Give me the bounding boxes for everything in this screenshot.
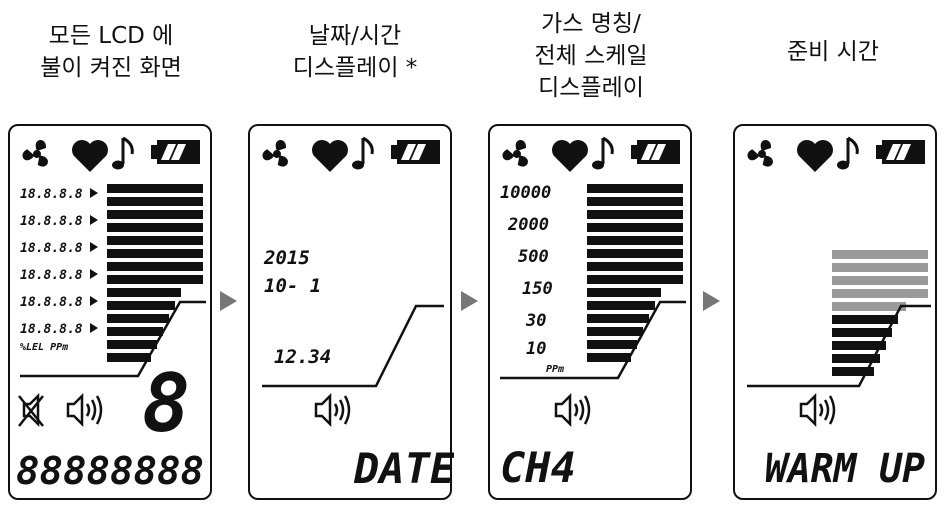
fan-icon [262, 140, 288, 167]
range-pointer-2 [90, 215, 98, 225]
fan-icon [747, 140, 773, 167]
arrow-right-icon [461, 291, 478, 311]
caption-warm-up-time: 준비 시간 [728, 8, 938, 116]
range-value-6: 18.8.8.8 [20, 322, 83, 337]
scale-value-5: 30 [525, 311, 546, 331]
scale-value-2: 2000 [507, 215, 549, 235]
battery-icon [631, 140, 680, 164]
range-pointer-3 [90, 242, 98, 252]
fan-icon [502, 140, 528, 167]
arrow-right-icon [220, 291, 237, 311]
music-note-icon [592, 136, 614, 170]
bottom-digits: 88888888 [16, 449, 204, 493]
range-value-2: 18.8.8.8 [20, 214, 83, 229]
warm-up-bars-dim [832, 250, 928, 311]
arrow-right-icon [703, 291, 720, 311]
music-note-icon [112, 136, 134, 170]
range-pointer-6 [90, 323, 98, 333]
caption-line: 디스플레이 * [292, 55, 418, 81]
speaker-icon [66, 392, 103, 428]
graph-outline [262, 304, 444, 388]
range-pointer-4 [90, 269, 98, 279]
speaker-icon [314, 392, 351, 428]
lcd-panel-all-on: 18.8.8.8 18.8.8.8 18.8.8.8 18.8.8.8 18.8… [8, 124, 212, 500]
speaker-muted-icon [18, 392, 44, 428]
units-label: PPm [546, 364, 564, 375]
range-value-4: 18.8.8.8 [20, 268, 83, 283]
scale-value-4: 150 [522, 279, 553, 299]
range-pointer-1 [90, 188, 98, 198]
caption-line: 전체 스케일 [534, 43, 648, 69]
graph-outline [20, 300, 206, 378]
battery-icon [876, 140, 925, 164]
music-note-icon [837, 136, 859, 170]
battery-icon [391, 140, 440, 164]
speaker-icon [554, 392, 591, 428]
bar-graph [107, 184, 203, 362]
big-digit: 8 [142, 357, 190, 450]
bar-graph [587, 184, 683, 362]
lcd-panel-warm-up: WARM UP [733, 124, 937, 500]
caption-line: 불이 켜진 화면 [40, 55, 182, 81]
graph-outline [747, 304, 931, 388]
mode-word: DATE [353, 444, 454, 493]
caption-all-lcd-on: 모든 LCD 에 불이 켜진 화면 [6, 8, 216, 116]
units-label: %LEL PPm [20, 342, 68, 353]
speaker-icon [799, 392, 836, 428]
scale-value-3: 500 [518, 247, 549, 267]
gas-name: CH4 [500, 443, 576, 492]
lcd-panel-date-time: 2015 10- 1 12.34 DATE [248, 124, 454, 500]
caption-line: 가스 명칭/ [541, 11, 641, 37]
date-year: 2015 [263, 247, 310, 269]
range-value-5: 18.8.8.8 [20, 295, 83, 310]
caption-line: 디스플레이 [538, 75, 644, 101]
caption-line: 모든 LCD 에 [48, 23, 174, 49]
caption-date-time: 날짜/시간 디스플레이 * [250, 8, 460, 116]
heart-icon [311, 139, 348, 172]
range-value-3: 18.8.8.8 [20, 241, 83, 256]
range-value-1: 18.8.8.8 [20, 187, 83, 202]
fan-icon [22, 140, 48, 167]
lcd-panel-gas-scale: 10000 2000 500 150 30 10 PPm [488, 124, 692, 500]
heart-icon [796, 139, 833, 172]
scale-value-6: 10 [526, 339, 546, 359]
heart-icon [551, 139, 588, 172]
battery-icon [151, 140, 200, 164]
warm-up-bars-lit [832, 315, 898, 376]
caption-line: 준비 시간 [787, 39, 879, 65]
time-value: 12.34 [274, 346, 331, 368]
warm-up-word: WARM UP [765, 446, 925, 492]
scale-value-1: 10000 [500, 183, 551, 203]
graph-outline [500, 300, 686, 380]
caption-gas-name-full-scale: 가스 명칭/ 전체 스케일 디스플레이 [486, 8, 696, 116]
range-pointer-5 [90, 296, 98, 306]
heart-icon [71, 139, 108, 172]
date-month-day: 10- 1 [264, 275, 321, 297]
caption-line: 날짜/시간 [308, 23, 402, 49]
music-note-icon [352, 136, 374, 170]
